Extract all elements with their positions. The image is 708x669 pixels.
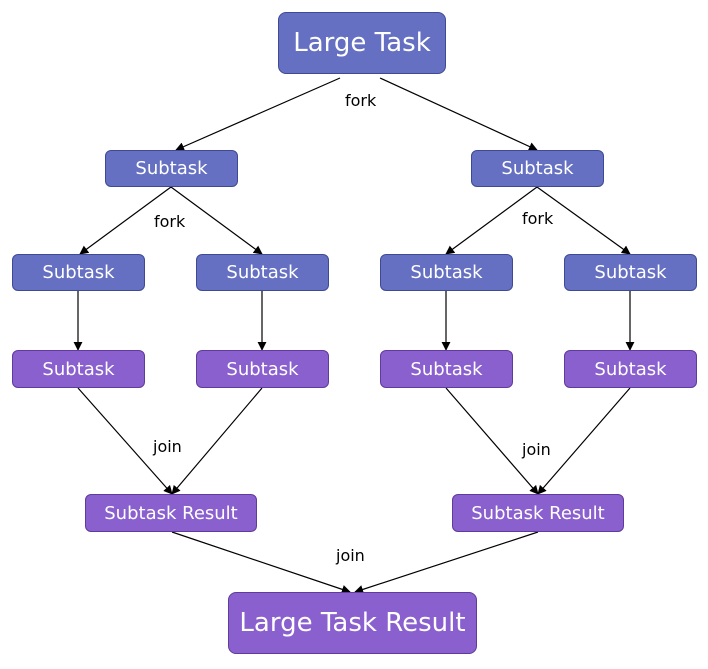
edge-l1-right-to-l2-c	[445, 186, 538, 255]
edge-l3-d-to-result-right	[537, 387, 631, 495]
fork-label-top: fork	[345, 91, 377, 110]
subtask-node-l2-c: Subtask	[380, 254, 513, 291]
subtask-node-l2-d: Subtask	[564, 254, 697, 291]
subtask-result-node-right: Subtask Result	[452, 494, 624, 532]
fork-label-left: fork	[154, 212, 186, 231]
subtask-node-l3-c: Subtask	[380, 350, 513, 388]
edge-root-to-l1-right	[379, 77, 538, 151]
edge-l1-left-to-l2-a	[79, 186, 172, 255]
subtask-node-l2-b: Subtask	[196, 254, 329, 291]
subtask-node-l3-b: Subtask	[196, 350, 329, 388]
edge-result-right-to-final	[354, 531, 539, 594]
edge-l3-a-to-result-left	[77, 387, 173, 495]
subtask-node-l1-left: Subtask	[105, 150, 238, 187]
join-label-right: join	[522, 440, 551, 459]
fork-label-right: fork	[522, 209, 554, 228]
large-task-result-node: Large Task Result	[228, 592, 477, 654]
large-task-node: Large Task	[278, 12, 446, 74]
subtask-result-node-left: Subtask Result	[85, 494, 257, 532]
subtask-node-l2-a: Subtask	[12, 254, 145, 291]
edge-l3-c-to-result-right	[445, 387, 539, 495]
subtask-node-l1-right: Subtask	[471, 150, 604, 187]
edge-l1-right-to-l2-d	[536, 186, 631, 255]
edge-root-to-l1-left	[175, 77, 341, 151]
join-label-left: join	[153, 437, 182, 456]
subtask-node-l3-d: Subtask	[564, 350, 697, 388]
edge-result-left-to-final	[171, 531, 351, 594]
edge-l1-left-to-l2-b	[170, 186, 263, 255]
edge-l3-b-to-result-left	[171, 387, 263, 495]
join-label-bottom: join	[336, 546, 365, 565]
subtask-node-l3-a: Subtask	[12, 350, 145, 388]
